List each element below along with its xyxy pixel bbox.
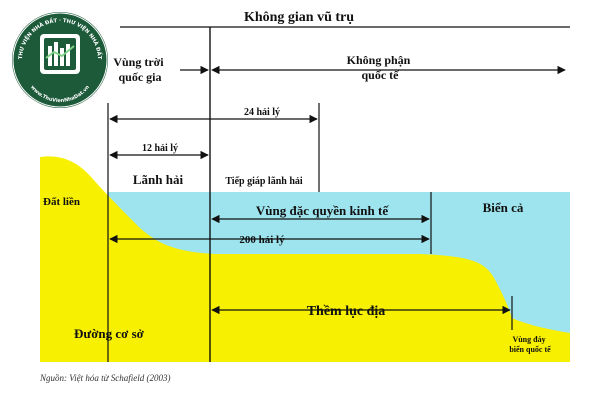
- seabed-area-label: Vùng đáy biển quốc tế: [509, 335, 551, 354]
- nm200-label: 200 hải lý: [239, 234, 285, 246]
- diagram-title: Không gian vũ trụ: [244, 10, 354, 25]
- source-caption: Nguồn: Việt hóa từ Schafield (2003): [39, 373, 170, 383]
- territorial-sea-label: Lãnh hải: [133, 172, 184, 187]
- national-airspace-label: Vùng trời quốc gia: [113, 55, 166, 84]
- thuviennhadat-logo: THƯ VIỆN NHÀ ĐẤT · THƯ VIỆN NHÀ ĐẤT www.…: [12, 12, 108, 108]
- nm24-label: 24 hải lý: [244, 107, 280, 118]
- land-label: Đất liền: [43, 196, 80, 208]
- contiguous-zone-label: Tiếp giáp lãnh hải: [225, 176, 303, 187]
- continental-shelf-label: Thềm lục địa: [307, 304, 386, 319]
- nm12-label: 12 hải lý: [142, 143, 178, 154]
- logo-emblem-icon: [40, 34, 80, 74]
- baseline-label: Đường cơ sở: [74, 326, 145, 341]
- eez-label: Vùng đặc quyền kinh tế: [256, 203, 389, 218]
- international-airspace-label: Không phận quốc tế: [347, 53, 414, 82]
- high-seas-label: Biển cả: [483, 200, 524, 215]
